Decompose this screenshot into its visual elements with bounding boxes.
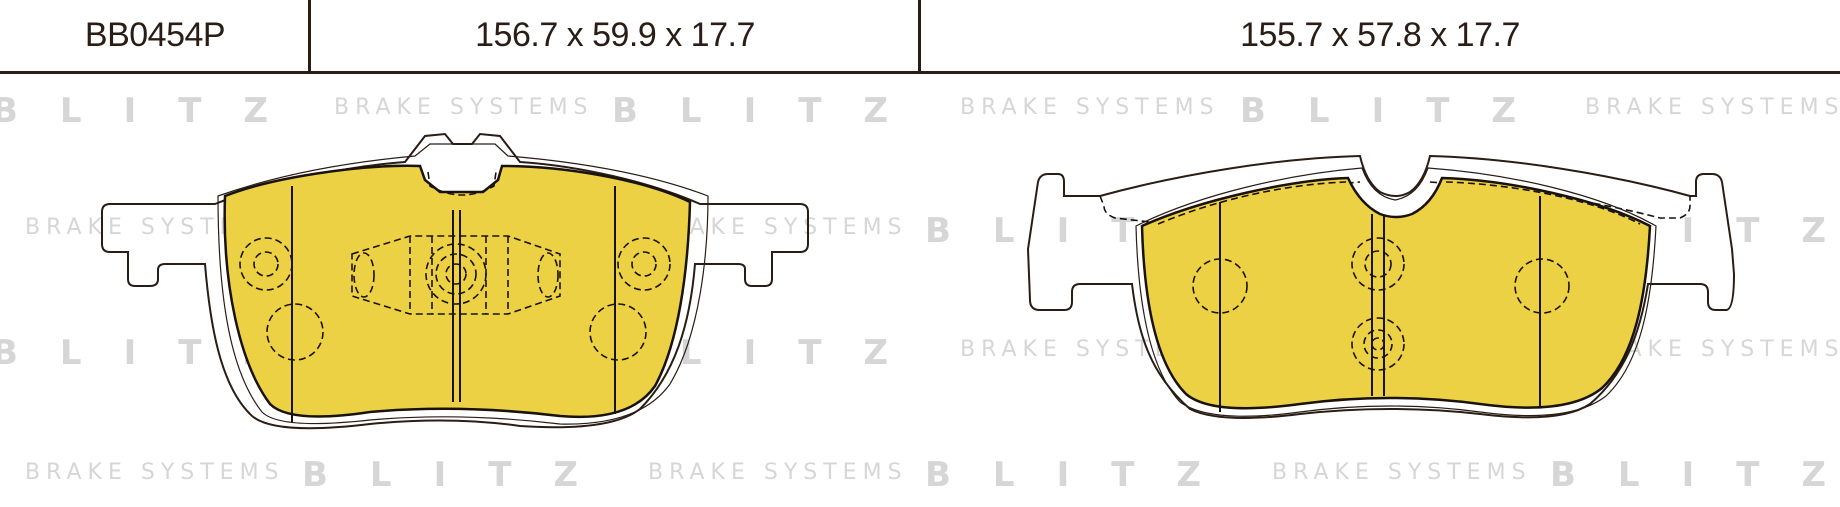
watermark-tagline: BRAKE SYSTEMS	[1585, 95, 1840, 120]
watermark-tagline: BRAKE SYSTEMS	[1272, 460, 1532, 485]
part-number: BB0454P	[84, 16, 226, 54]
left-rivet	[445, 263, 467, 285]
watermark-brand: BLITZ	[1550, 455, 1840, 495]
left-brake-pad	[101, 132, 809, 430]
watermark-tagline: BRAKE SYSTEMS	[334, 95, 594, 120]
brake-pad-drawing: BLITZ BRAKE SYSTEMS BLITZ BRAKE SYSTEMS …	[0, 91, 1840, 495]
header-divider	[308, 0, 311, 74]
left-rivet	[425, 243, 487, 305]
right-hole	[1514, 258, 1570, 314]
left-friction-material	[223, 164, 692, 419]
right-rivet	[1363, 329, 1393, 359]
left-hole	[617, 237, 671, 291]
watermark-brand: BLITZ	[0, 91, 310, 131]
watermark-brand: BLITZ	[302, 455, 620, 495]
watermark-tagline: BRAKE SYSTEMS	[25, 460, 285, 485]
left-rivet	[435, 253, 477, 295]
right-backing-plate	[1026, 154, 1736, 419]
watermark-tagline: BRAKE SYSTEMS	[648, 460, 908, 485]
left-hole	[631, 251, 657, 277]
left-top-notch	[427, 171, 497, 196]
left-hole	[266, 303, 324, 361]
right-friction-material	[1140, 176, 1652, 410]
watermark-brand: BLITZ	[925, 455, 1243, 495]
watermark-brand: BLITZ	[1240, 91, 1558, 131]
left-clip-end	[537, 252, 559, 298]
right-brake-pad	[1026, 154, 1736, 419]
left-clip-end	[353, 252, 375, 298]
header-divider	[918, 0, 921, 74]
right-rivet	[1351, 237, 1405, 291]
left-shim-outline	[217, 143, 709, 425]
left-clip	[351, 235, 561, 315]
left-hole	[239, 237, 293, 291]
right-rivet	[1371, 337, 1385, 351]
watermark-brand: BLITZ	[612, 91, 930, 131]
right-rivet	[1351, 317, 1405, 371]
right-chamfer	[1157, 181, 1641, 225]
right-hole	[1192, 258, 1248, 314]
dimensions-right-pad: 155.7 x 57.8 x 17.7	[1240, 16, 1520, 54]
right-rivet	[1364, 250, 1392, 278]
left-hole	[253, 251, 279, 277]
dimensions-left-pad: 156.7 x 59.9 x 17.7	[475, 16, 755, 54]
right-shim-outline	[1135, 167, 1657, 417]
watermark-tagline: BRAKE SYSTEMS	[960, 95, 1220, 120]
header-table: BB0454P 156.7 x 59.9 x 17.7 155.7 x 57.8…	[0, 0, 1840, 74]
left-hole	[589, 303, 647, 361]
